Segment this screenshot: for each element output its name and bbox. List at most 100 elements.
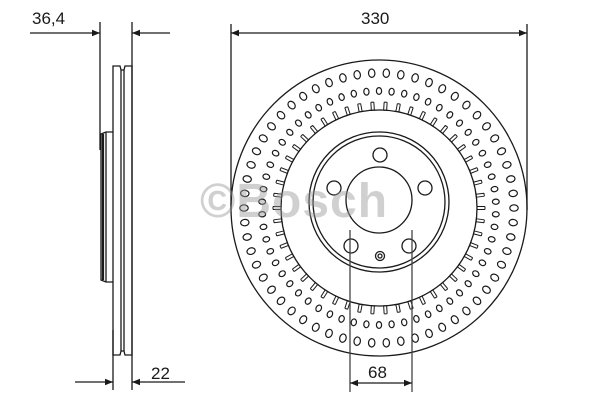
drilled-hole bbox=[286, 128, 295, 136]
drilled-hole bbox=[324, 78, 333, 88]
locating-screw bbox=[376, 252, 385, 261]
drilled-hole bbox=[446, 111, 454, 120]
drilled-hole bbox=[258, 133, 268, 143]
drilled-hole bbox=[411, 73, 419, 83]
drilled-hole bbox=[455, 289, 463, 298]
drilled-hole bbox=[489, 273, 499, 283]
drilled-hole bbox=[450, 314, 460, 325]
bolt-holes bbox=[327, 148, 432, 253]
drilled-holes-middle bbox=[259, 88, 500, 329]
vent-slot bbox=[276, 180, 284, 185]
drilled-hole bbox=[481, 121, 492, 131]
drilled-hole bbox=[315, 103, 323, 112]
drilled-hole bbox=[389, 88, 395, 95]
drilled-hole bbox=[496, 260, 506, 269]
drilled-hole bbox=[413, 93, 420, 101]
drilled-hole bbox=[240, 190, 249, 197]
drilled-hole bbox=[339, 73, 347, 83]
drilled-hole bbox=[397, 70, 405, 79]
drilled-hole bbox=[478, 259, 486, 267]
drilled-hole bbox=[286, 280, 295, 288]
side-profile-view bbox=[30, 22, 185, 390]
bolt-hole bbox=[327, 181, 341, 195]
drilled-hole bbox=[368, 338, 375, 347]
vent-slot bbox=[396, 304, 400, 312]
drilled-hole bbox=[276, 110, 287, 120]
drilled-hole bbox=[240, 205, 248, 211]
drilled-hole bbox=[326, 98, 334, 106]
drilled-hole bbox=[492, 212, 499, 218]
drilled-hole bbox=[502, 247, 512, 256]
drilled-hole bbox=[259, 212, 266, 218]
bolt-hole bbox=[344, 239, 358, 253]
disc-outer-edge bbox=[231, 60, 527, 356]
bolt-hole bbox=[418, 181, 432, 195]
drilled-hole bbox=[351, 90, 358, 98]
dimension-label-thickness: 22 bbox=[151, 365, 170, 382]
drilled-hole bbox=[496, 147, 506, 156]
drilled-hole bbox=[258, 273, 268, 283]
drilled-hole bbox=[376, 322, 381, 329]
vent-ring bbox=[281, 110, 477, 306]
drilled-hole bbox=[491, 186, 499, 192]
bolt-hole bbox=[402, 239, 416, 253]
drilled-hole bbox=[484, 248, 492, 255]
drilled-hole bbox=[488, 173, 496, 180]
drilled-hole bbox=[464, 128, 473, 136]
vent-slot bbox=[384, 102, 387, 110]
vent-slot bbox=[476, 219, 484, 223]
drilled-hole bbox=[472, 138, 481, 146]
drilled-hole bbox=[424, 98, 432, 106]
vent-slot bbox=[384, 306, 387, 314]
drilled-hole bbox=[251, 147, 261, 156]
drilled-hole bbox=[266, 248, 274, 255]
drilled-hole bbox=[286, 100, 296, 111]
drilled-hole bbox=[262, 236, 270, 243]
drilled-hole bbox=[242, 175, 252, 183]
drilled-hole bbox=[509, 190, 518, 197]
drilled-hole bbox=[437, 322, 447, 332]
drilled-hole bbox=[489, 133, 499, 143]
drilled-hole bbox=[424, 78, 433, 88]
vent-slot bbox=[371, 102, 374, 110]
vent-slot bbox=[273, 207, 281, 210]
vent-slot bbox=[476, 193, 484, 197]
drilled-hole bbox=[397, 337, 405, 346]
center-bore bbox=[346, 167, 412, 233]
drilled-hole bbox=[315, 304, 323, 313]
drilled-hole bbox=[401, 90, 408, 98]
drilled-hole bbox=[286, 306, 296, 317]
drilled-hole bbox=[383, 69, 390, 78]
drilled-hole bbox=[260, 224, 268, 230]
vent-slot bbox=[396, 104, 400, 112]
drilled-hole bbox=[339, 333, 347, 343]
drilled-hole bbox=[338, 315, 345, 323]
drilled-hole bbox=[294, 119, 302, 128]
drilled-hole bbox=[271, 149, 279, 157]
drilled-hole bbox=[368, 69, 375, 78]
drilled-hole bbox=[351, 318, 358, 326]
front-face-view bbox=[231, 24, 527, 392]
dimension-label-diameter: 330 bbox=[361, 10, 389, 27]
drilled-hole bbox=[266, 121, 277, 131]
vent-slots bbox=[273, 102, 485, 314]
drilled-hole bbox=[509, 219, 518, 226]
drilled-hole bbox=[492, 199, 499, 205]
drilled-hole bbox=[401, 318, 408, 326]
drilled-hole bbox=[353, 337, 361, 346]
drilled-hole bbox=[472, 270, 481, 278]
drilled-hole bbox=[481, 285, 492, 295]
drilled-hole bbox=[491, 224, 499, 230]
drilled-hole bbox=[324, 328, 333, 338]
vent-slot bbox=[474, 180, 482, 185]
drilled-hole bbox=[506, 175, 516, 183]
drilled-hole bbox=[278, 270, 287, 278]
drilled-hole bbox=[461, 306, 471, 317]
vent-slot bbox=[274, 193, 282, 197]
drilled-hole bbox=[455, 119, 463, 128]
drilled-hole bbox=[464, 280, 473, 288]
drilled-hole bbox=[298, 314, 308, 325]
vent-slot bbox=[276, 231, 284, 236]
